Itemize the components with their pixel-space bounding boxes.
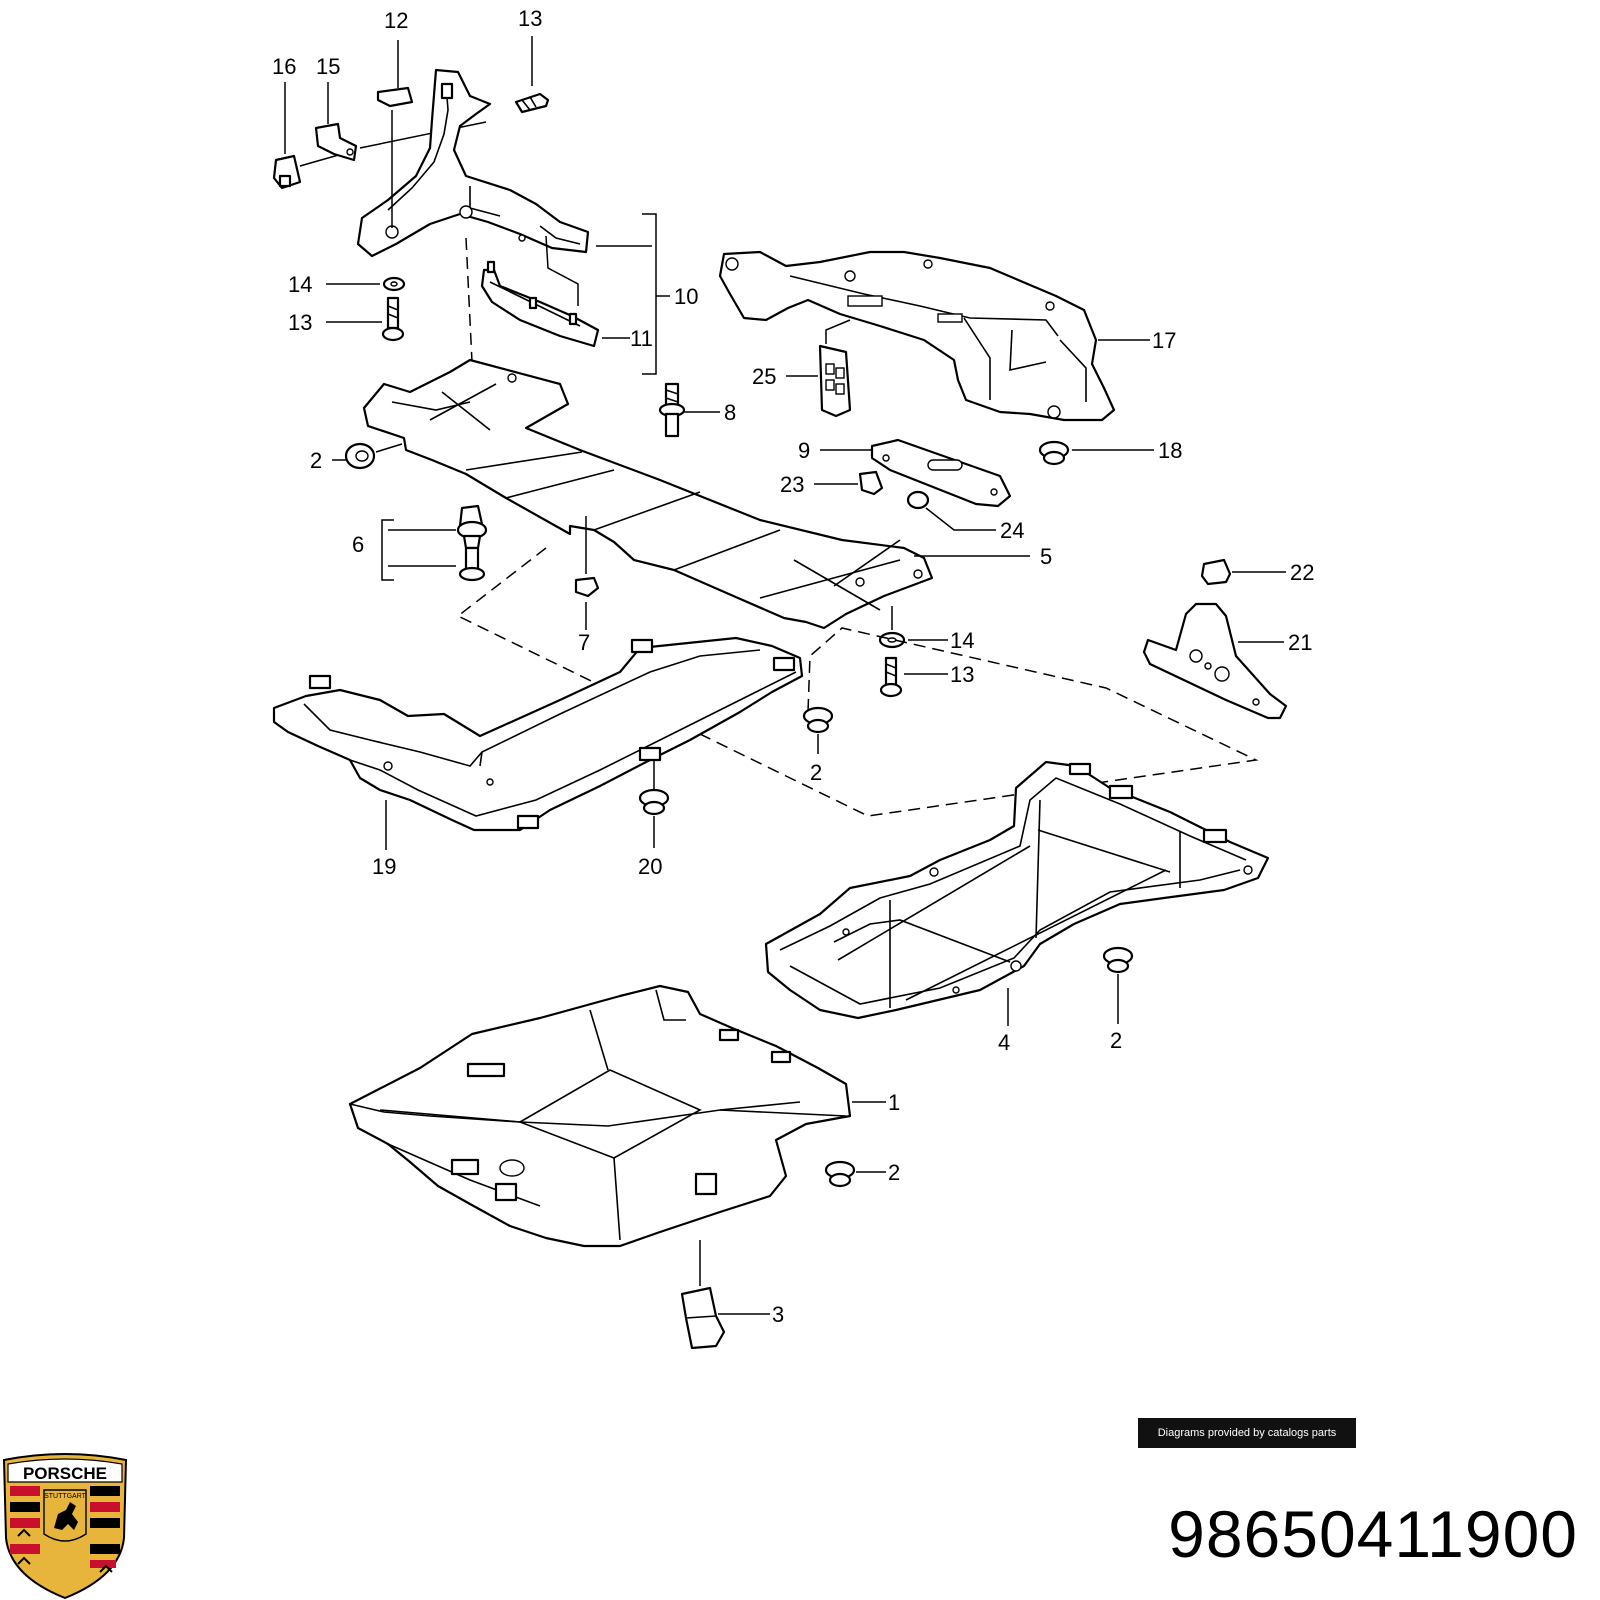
callout-14-right: 14 [950, 628, 974, 653]
part-1-main-shield [348, 984, 886, 1248]
part-16-clip [272, 82, 357, 190]
part-3-block [680, 1240, 770, 1350]
callout-3: 3 [772, 1302, 784, 1327]
part-14-washer-left [326, 276, 406, 292]
crest-brand-text: PORSCHE [23, 1464, 107, 1483]
callout-labels: 12 13 16 15 14 13 10 11 17 25 8 2 9 18 2… [272, 6, 1314, 1327]
callout-18: 18 [1158, 438, 1182, 463]
callout-9: 9 [798, 438, 810, 463]
callout-6: 6 [352, 532, 364, 557]
part-6-pin-lower [458, 546, 486, 582]
part-18-nut [1038, 440, 1154, 466]
part-15-bracket [314, 82, 487, 162]
callout-23: 23 [780, 472, 804, 497]
part-13-screw-left [326, 296, 405, 342]
callout-7: 7 [578, 630, 590, 655]
part-14-washer-right [878, 606, 948, 649]
callout-10: 10 [674, 284, 698, 309]
callout-14-left: 14 [288, 272, 312, 297]
callout-16: 16 [272, 54, 296, 79]
alignment-line-10 [465, 237, 473, 363]
part-11-strip [480, 235, 630, 348]
callout-12: 12 [384, 8, 408, 33]
part-17-rear-bracket [718, 250, 1150, 422]
porsche-crest-logo: PORSCHE STUTTGART [2, 1453, 128, 1600]
callout-4: 4 [998, 1030, 1010, 1055]
part-number: 98650411900 [1168, 1497, 1578, 1571]
callout-1: 1 [888, 1090, 900, 1115]
part-6-bracket [381, 519, 456, 581]
callout-15: 15 [316, 54, 340, 79]
callout-2-left: 2 [310, 448, 322, 473]
assembly-outline [456, 547, 1259, 817]
callout-11: 11 [630, 326, 653, 351]
diagram-credit: Diagrams provided by catalogs parts [1138, 1418, 1356, 1448]
callout-13-left: 13 [288, 310, 312, 335]
crest-city-text: STUTTGART [44, 1493, 87, 1500]
callout-2-bottom: 2 [888, 1160, 900, 1185]
callout-17: 17 [1152, 328, 1176, 353]
callout-13-right: 13 [950, 662, 974, 687]
part-23-clip [814, 470, 884, 496]
part-20-nut [638, 760, 670, 848]
part-12-clip [376, 40, 414, 108]
part-6-clip-upper [456, 504, 488, 550]
callout-20: 20 [638, 854, 662, 879]
callout-2-middle: 2 [810, 760, 822, 785]
callout-24: 24 [1000, 518, 1024, 543]
callout-5: 5 [1040, 544, 1052, 569]
part-9-bracket [820, 438, 1012, 508]
callout-19: 19 [372, 854, 396, 879]
part-2-nut-bottom [824, 1160, 886, 1188]
part-2-nut-middle [802, 706, 834, 754]
part-2-nut-right [1102, 946, 1134, 1024]
part-21-bracket [1142, 602, 1288, 720]
part-24-nut [906, 490, 996, 531]
part-4-rear-frame [764, 760, 1270, 1026]
callout-8: 8 [724, 400, 736, 425]
callout-25: 25 [752, 364, 776, 389]
callout-21: 21 [1288, 630, 1312, 655]
part-13-screw-right [879, 656, 948, 698]
callout-2-right: 2 [1110, 1028, 1122, 1053]
part-5-crossmember [362, 358, 1030, 630]
callout-22: 22 [1290, 560, 1314, 585]
part-13-screw-top [514, 36, 550, 114]
part-25-bracket [786, 319, 852, 418]
part-22-clip [1200, 558, 1286, 586]
callout-13-top: 13 [518, 6, 542, 31]
part-8-stud [658, 382, 720, 438]
part-2-nut-left [332, 442, 403, 470]
part-7-nut [574, 516, 600, 630]
part-10-front-bracket [356, 68, 670, 375]
part-19-left-shield [272, 636, 804, 850]
